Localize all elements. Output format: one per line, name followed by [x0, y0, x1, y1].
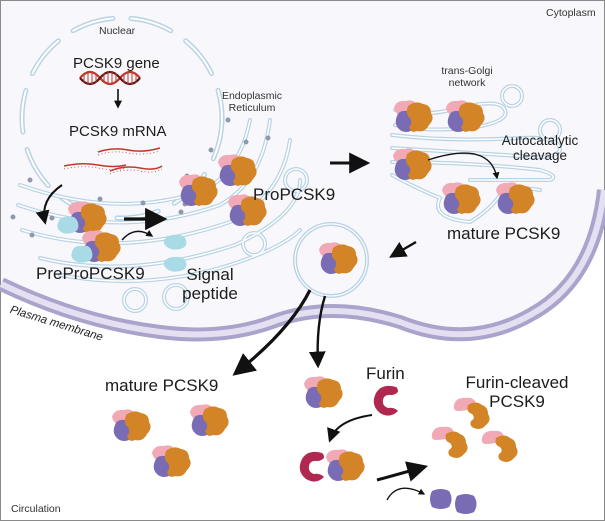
- circulation-label: Circulation: [11, 503, 61, 515]
- released-ctd-fragment: [430, 489, 452, 509]
- arrow-secretion-down: [308, 295, 327, 369]
- arrow-cleavage: [376, 461, 429, 482]
- preprop-pcsk9-label: PreProPCSK9: [36, 264, 145, 283]
- pcsk9-gene-label: PCSK9 gene: [73, 55, 160, 72]
- cytoplasm-region: [1, 1, 604, 331]
- arrow-signal-release: [121, 230, 154, 241]
- arrow-ctd-release: [386, 487, 426, 501]
- pcsk9-mrna-label: PCSK9 mRNA: [69, 123, 167, 140]
- mature-pcsk9-golgi-label: mature PCSK9: [447, 224, 561, 243]
- furin-cleaved-label: Furin-cleaved PCSK9: [462, 373, 572, 411]
- er-label: Endoplasmic Reticulum: [219, 90, 285, 114]
- propcsk9-label: ProPCSK9: [253, 185, 336, 204]
- signal-peptide: [163, 234, 187, 250]
- tgn-label-line1: trans-Golgi: [441, 65, 493, 77]
- tgn-label: trans-Golgi network: [436, 65, 498, 89]
- er-label-line2: Reticulum: [228, 101, 276, 114]
- cytoplasm-label: Cytoplasm: [546, 7, 596, 19]
- er-label-line1: Endoplasmic: [221, 90, 283, 102]
- furin-label: Furin: [366, 364, 405, 383]
- plasma-membrane-inner: [0, 189, 605, 338]
- process-arrows: [35, 152, 500, 501]
- nuclear-label: Nuclear: [99, 25, 136, 37]
- tgn-label-line2: network: [448, 76, 486, 89]
- autocatalytic-cleavage-label: Autocatalytic cleavage: [494, 133, 586, 164]
- arrow-curved: [35, 184, 63, 225]
- signal-peptide-label-line2: peptide: [182, 283, 238, 303]
- autocatalytic-label-line2: cleavage: [512, 147, 568, 163]
- arrow-furin-binding: [327, 414, 373, 443]
- signal-peptide-label: Signal peptide: [180, 265, 240, 303]
- signal-peptide: [163, 256, 187, 272]
- arrow-golgi-to-vesicle: [389, 240, 417, 258]
- furin-cleaved-label-line2: PCSK9: [489, 391, 545, 411]
- dna-helix-icon: [79, 70, 141, 86]
- furin-cleaved-label-line1: Furin-cleaved: [465, 373, 569, 392]
- mature-pcsk9-circulation-label: mature PCSK9: [105, 376, 219, 395]
- arrow-secretion-left: [232, 289, 312, 376]
- released-ctd-fragment: [455, 494, 477, 514]
- autocatalytic-label-line1: Autocatalytic: [501, 133, 579, 148]
- signal-peptide-label-line1: Signal: [186, 265, 234, 284]
- arrow-autocatalytic: [427, 152, 500, 180]
- mrna-strands-icon: [63, 147, 163, 172]
